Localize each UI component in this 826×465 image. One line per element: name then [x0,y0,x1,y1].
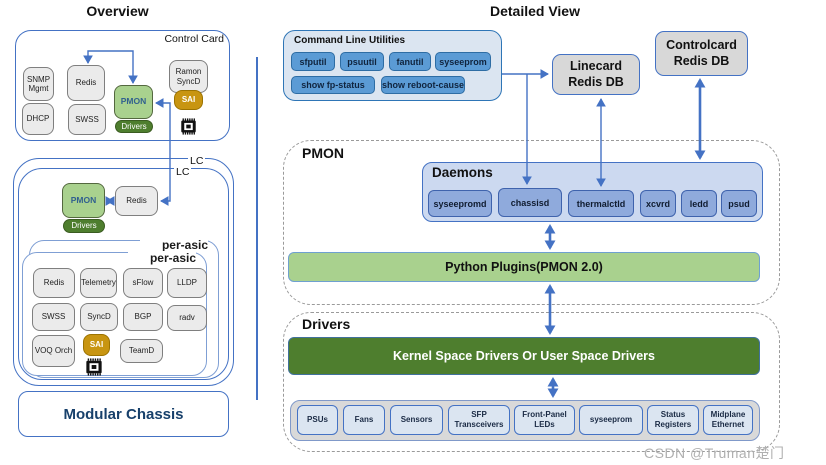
cli-button-show-fp-status: show fp-status [291,76,375,94]
daemon-psud: psud [721,190,757,217]
module-sflow: sFlow [123,268,163,298]
python-plugins-bar: Python Plugins(PMON 2.0) [288,252,760,282]
module-drivers-cc: Drivers [115,120,153,133]
daemons-label: Daemons [432,165,493,180]
kernel-space-drivers-bar: Kernel Space Drivers Or User Space Drive… [288,337,760,375]
overview-heading: Overview [86,3,149,19]
daemon-xcvrd: xcvrd [640,190,676,217]
hw-fans: Fans [343,405,385,435]
module-redis-lc: Redis [115,186,158,216]
controlcard-redis-db-box: Controlcard Redis DB [655,31,748,76]
per-asic-outer-label: per-asic [140,238,208,252]
hw-sfp-transceivers: SFP Transceivers [448,405,510,435]
cli-button-sfputil: sfputil [291,52,335,71]
hw-front-panel-leds: Front-Panel LEDs [514,405,575,435]
module-syncd: SyncD [80,303,118,331]
module-lldp: LLDP [167,268,207,298]
hw-sensors: Sensors [390,405,443,435]
module-telemetry: Telemetry [80,268,117,298]
drivers-section-label: Drivers [302,316,351,332]
daemon-chassisd: chassisd [498,188,562,217]
module-redis-cc: Redis [67,65,105,101]
module-snmp-mgmt: SNMP Mgmt [23,67,54,101]
hw-psus: PSUs [297,405,338,435]
module-pmon-cc: PMON [114,85,153,119]
lc-outer-label: LC [188,155,206,167]
control-card-label: Control Card [164,33,224,45]
detailed-view-heading: Detailed View [489,3,580,19]
cli-button-fanutil: fanutil [389,52,431,71]
hw-syseeprom: syseeprom [579,405,643,435]
cli-button-show-reboot-cause: show reboot-cause [381,76,465,94]
hw-status-registers: Status Registers [647,405,699,435]
chip-icon [180,118,197,135]
module-swss-cc: SWSS [68,104,106,135]
modular-chassis-box: Modular Chassis [18,391,229,437]
watermark: CSDN @Truman楚门 [644,445,785,461]
per-asic-inner-label: per-asic [128,251,196,265]
module-redis-asic: Redis [33,268,75,298]
pmon-section-label: PMON [302,145,344,161]
linecard-redis-db-box: Linecard Redis DB [552,54,640,95]
module-bgp: BGP [123,303,163,331]
module-sai-asic: SAI [83,334,110,356]
cli-button-psuutil: psuutil [340,52,384,71]
daemon-thermalctld: thermalctld [568,190,634,217]
module-teamd: TeamD [120,339,163,363]
lc-inner-label: LC [174,166,192,178]
command-line-utilities-label: Command Line Utilities [294,35,406,46]
hw-midplane-ethernet: Midplane Ethernet [703,405,753,435]
module-sai-cc: SAI [174,90,203,110]
drivers-section-container [283,312,780,452]
pmon-section-container [283,140,780,305]
module-swss-asic: SWSS [32,303,75,331]
module-pmon-lc: PMON [62,183,105,218]
daemon-syseepromd: syseepromd [428,190,492,217]
module-radv: radv [167,305,207,331]
module-drivers-lc: Drivers [63,219,105,233]
chip-icon [85,358,103,376]
module-dhcp: DHCP [22,103,54,135]
cli-button-syseeprom: syseeprom [435,52,491,71]
module-ramon-syncd: Ramon SyncD [169,60,208,93]
daemon-ledd: ledd [681,190,717,217]
module-voq-orch: VOQ Orch [32,335,75,367]
